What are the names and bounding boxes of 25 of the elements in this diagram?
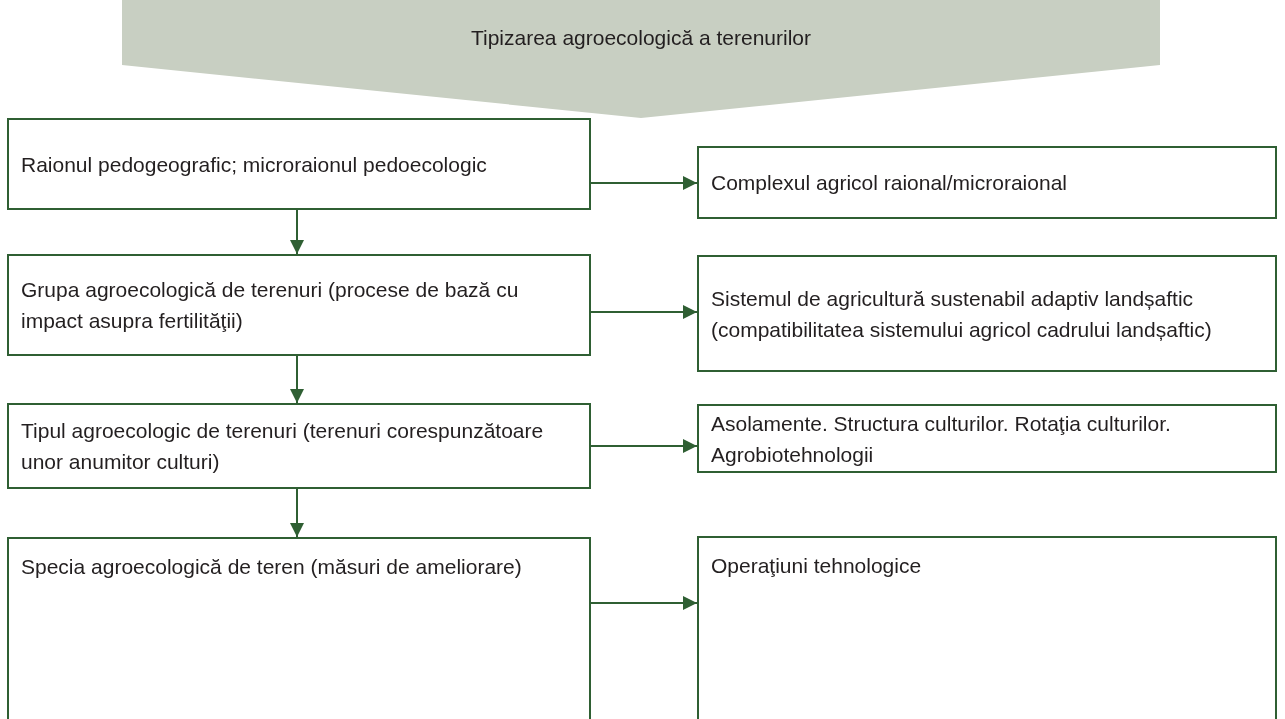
- node-text: Raionul pedogeografic; microraionul pedoecologic: [21, 151, 487, 178]
- process-box: [7, 254, 591, 356]
- arrow: [590, 176, 698, 190]
- banner-arrow: [122, 0, 1160, 118]
- node-text: Asolamente. Structura culturilor. Rotaţia culturilor. Agrobiotehnologii: [711, 410, 1172, 468]
- node-text: Sistemul de agricultură sustenabil adaptiv landșaftic (compatibilitatea sistemului agricol cadrului landșaftic): [711, 285, 1213, 343]
- process-box: [697, 404, 1277, 473]
- process-box: [697, 536, 1277, 719]
- process-box: [697, 255, 1277, 372]
- node-text: Operaţiuni tehnologice: [711, 553, 922, 579]
- arrow: [290, 355, 304, 404]
- process-box: [7, 537, 591, 719]
- node-text: Specia agroecologică de teren (măsuri de ameliorare): [21, 554, 522, 580]
- arrow: [290, 488, 304, 538]
- arrow: [590, 439, 698, 453]
- node-text: Tipizarea agroecologică a terenurilor: [470, 25, 812, 51]
- arrow: [590, 596, 698, 610]
- node-text: Tipul agroecologic de terenuri (terenuri corespunzătoare unor anumitor culturi): [21, 418, 545, 475]
- process-box: [697, 146, 1277, 219]
- process-box: [7, 118, 591, 210]
- process-box: [7, 403, 591, 489]
- arrow: [290, 209, 304, 255]
- node-text: Grupa agroecologică de terenuri (procese de bază cu impact asupra fertilităţii): [21, 277, 520, 334]
- arrow: [590, 305, 698, 319]
- node-text: Complexul agricol raional/microraional: [711, 170, 1067, 196]
